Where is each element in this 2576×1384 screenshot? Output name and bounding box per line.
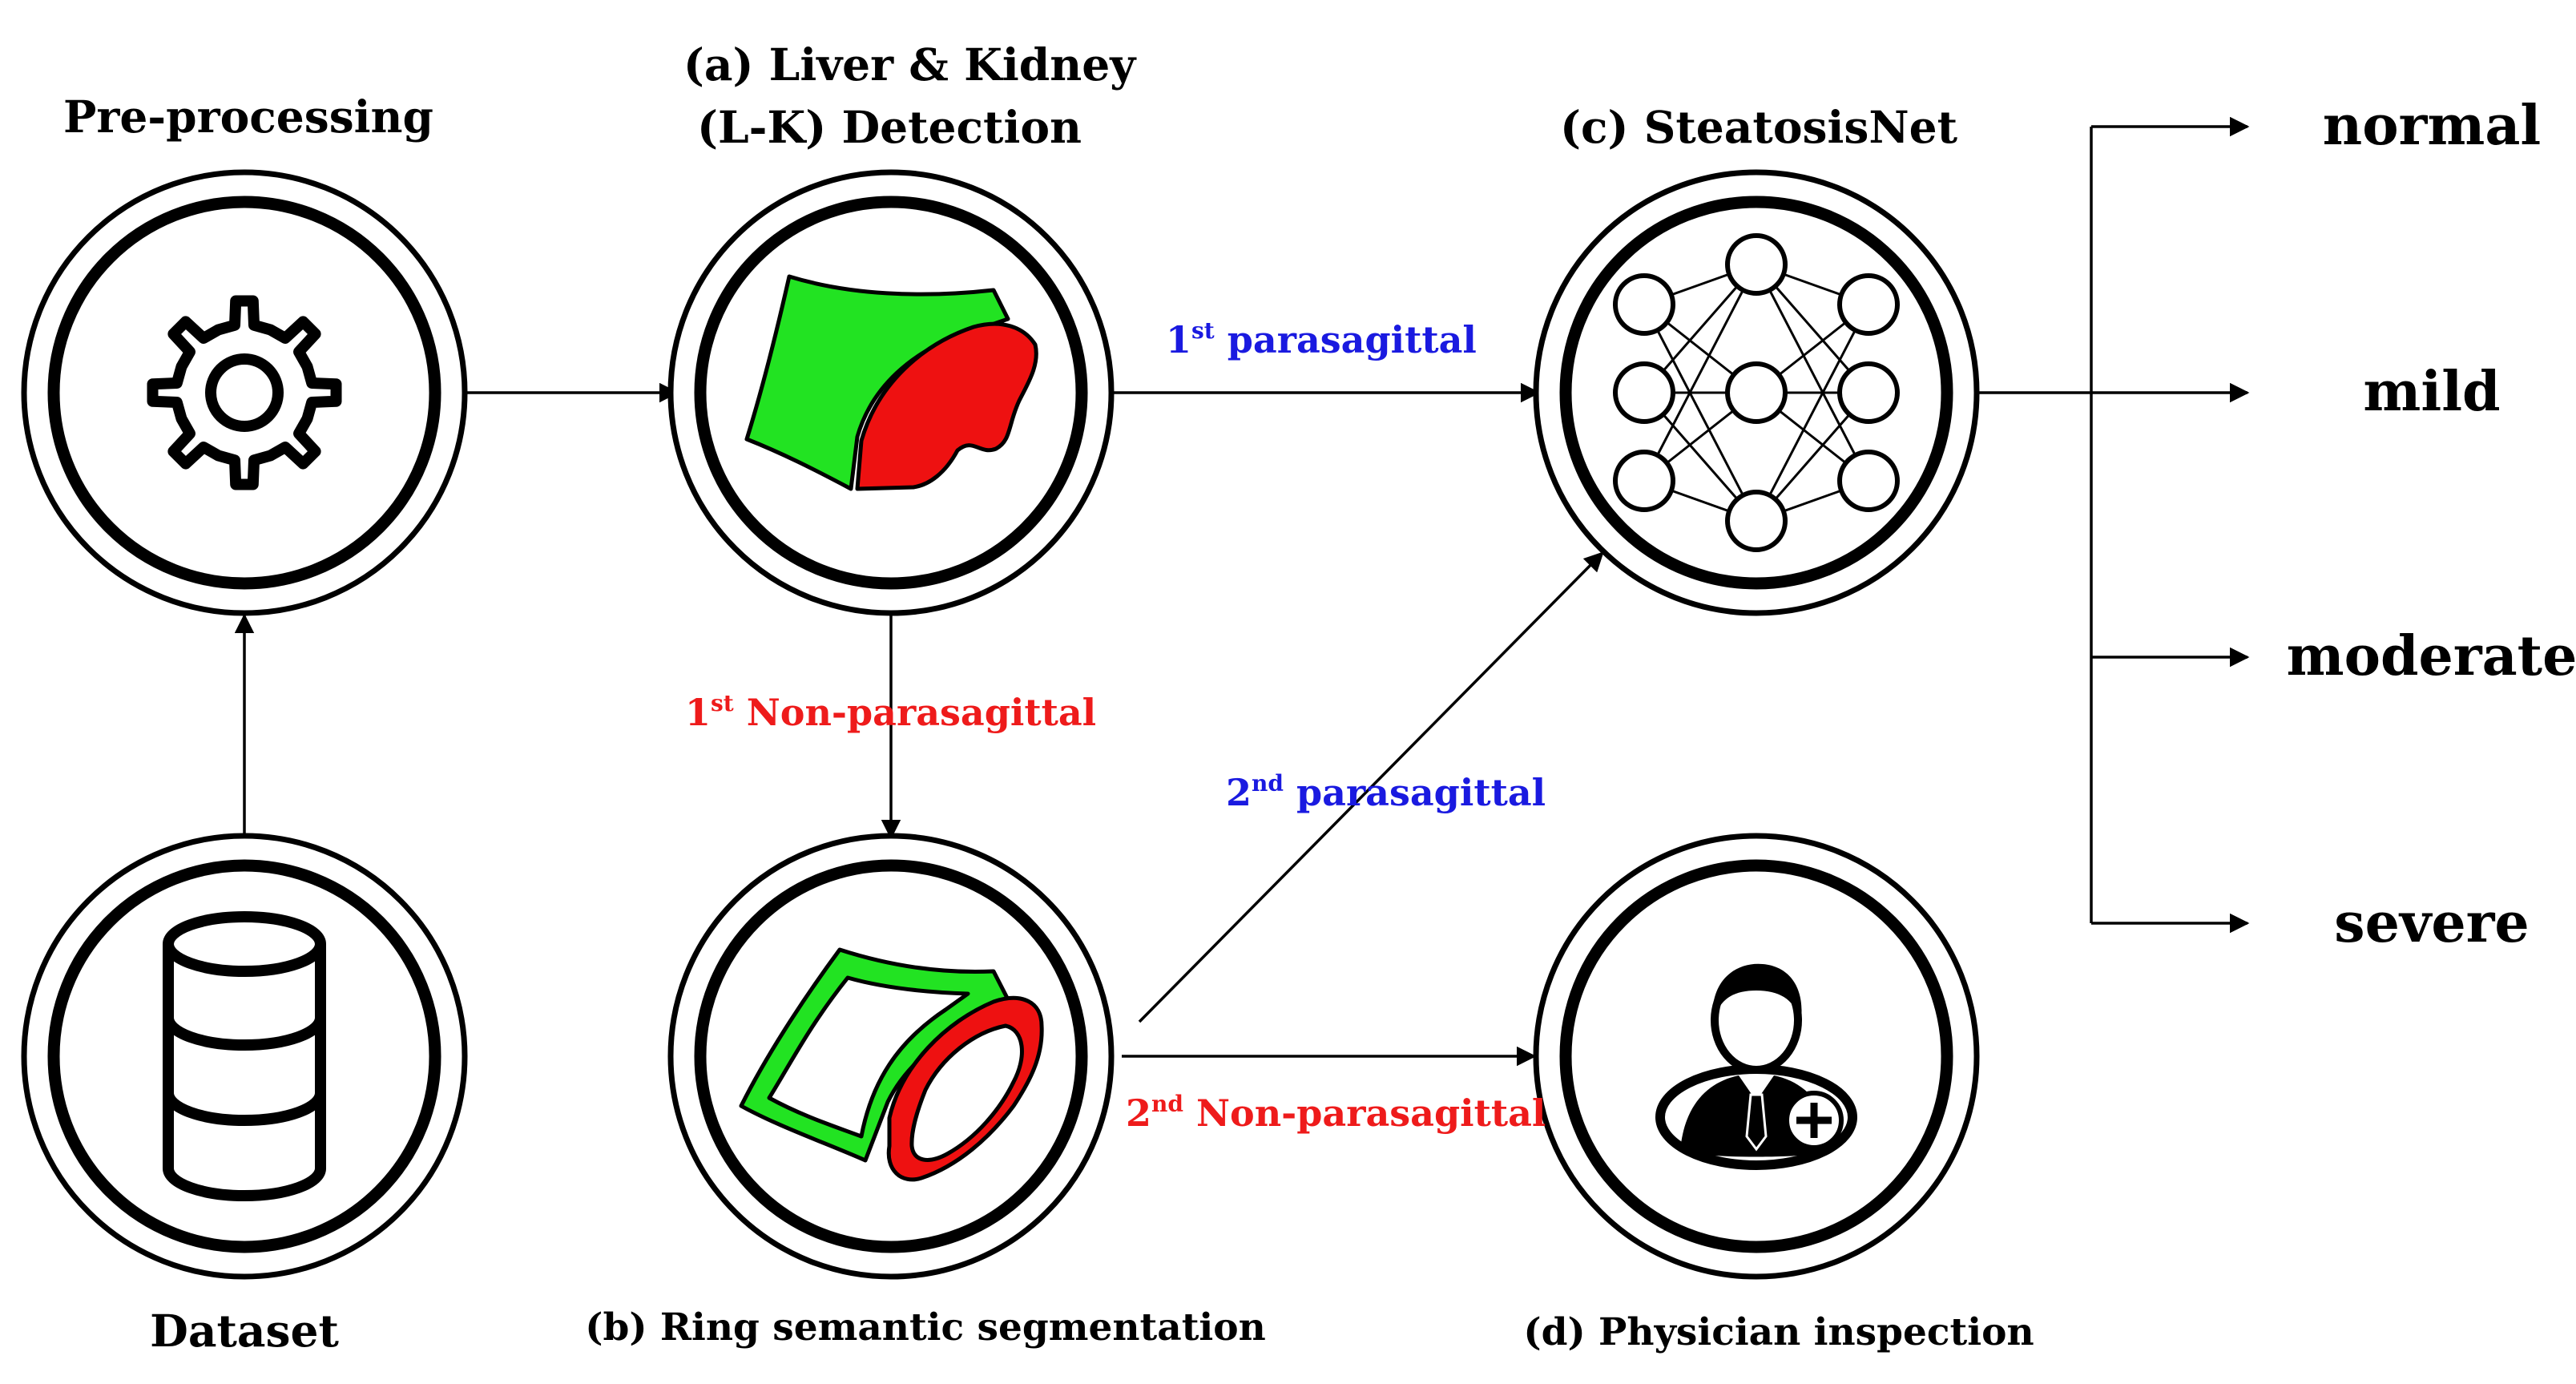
edge-label-first-non-parasagittal: 1st Non-parasagittal [685,690,1096,734]
output-normal: normal [2323,94,2541,158]
label-detection-line2: (L-K) Detection [697,101,1082,153]
label-dataset: Dataset [150,1305,339,1357]
connections [234,116,2250,1067]
database-icon [163,911,326,1201]
nn-node [1837,361,1900,424]
liver-mask [744,274,1010,491]
physician-icon [1655,963,1857,1170]
output-classes: normal mild moderate severe [2287,94,2576,955]
nn-edge [1755,304,1870,522]
arrow-segmentation-to-steatosisnet [1138,551,1604,1023]
edge-label-second-non-parasagittal: 2nd Non-parasagittal [1126,1091,1546,1135]
edge-label-first-parasagittal: 1st parasagittal [1166,317,1477,361]
node-dataset [21,833,468,1280]
nn-node [1613,273,1675,336]
nn-edge [1755,264,1870,482]
nn-node [1613,361,1675,424]
output-moderate: moderate [2287,624,2576,688]
edge-labels: 1st parasagittal 1st Non-parasagittal 2n… [685,317,1546,1135]
output-mild: mild [2363,360,2500,424]
liver-ring [739,947,1014,1163]
nn-node [1837,273,1900,336]
neural-network-icon [1613,233,1900,552]
label-steatosisnet: (c) SteatosisNet [1560,101,1958,153]
edge-label-second-parasagittal: 2nd parasagittal [1226,770,1546,814]
nn-node [1725,490,1788,552]
label-physician: (d) Physician inspection [1523,1310,2034,1354]
nn-node [1613,450,1675,512]
nn-edge [1643,304,1758,522]
ring-segmentation-icon [739,947,1044,1182]
kidney-mask [855,321,1038,491]
node-segmentation [667,833,1115,1280]
node-labels: Pre-processing Dataset (a) Liver & Kidne… [63,38,2034,1357]
output-severe: severe [2334,891,2529,955]
nn-node [1725,233,1788,296]
label-preprocessing: Pre-processing [63,91,433,143]
nn-node [1725,361,1788,424]
liver-kidney-mask-icon [744,274,1038,491]
node-preprocessing [21,169,468,616]
label-segmentation: (b) Ring semantic segmentation [585,1305,1266,1350]
nn-edge [1643,264,1758,482]
gear-icon [147,295,342,490]
label-detection-line1: (a) Liver & Kidney [683,38,1137,91]
nn-node [1837,450,1900,512]
kidney-ring [886,996,1044,1182]
